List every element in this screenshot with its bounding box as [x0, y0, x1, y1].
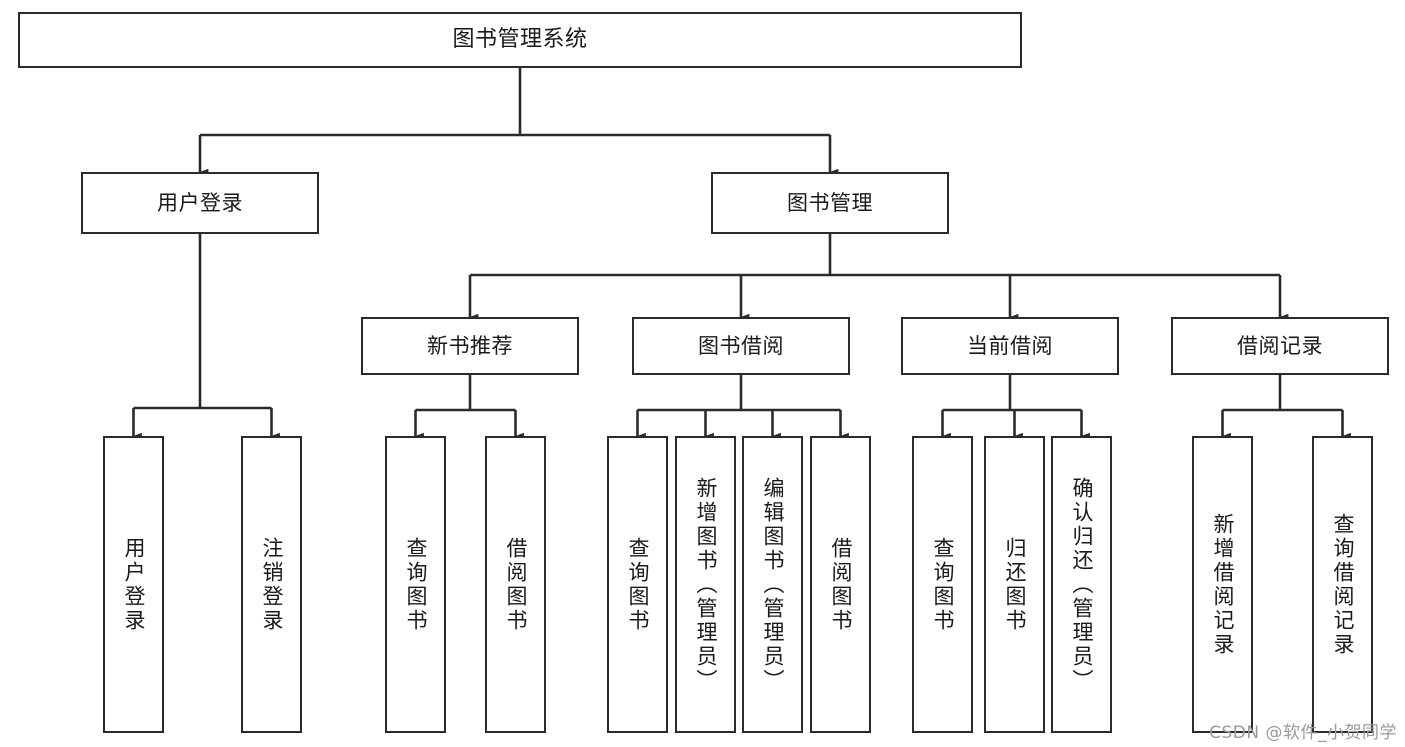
- node-label-new-book-recommend: 新书推荐: [427, 333, 513, 358]
- node-book-manage[interactable]: 图书管理: [711, 172, 949, 234]
- node-label-leaf-query-book-borrow: 查询图书: [626, 536, 650, 633]
- node-label-leaf-user-login: 用户登录: [122, 536, 146, 633]
- node-leaf-return-book[interactable]: 归还图书: [984, 436, 1045, 733]
- node-label-root: 图书管理系统: [452, 27, 588, 53]
- node-leaf-borrow-book-recommend[interactable]: 借阅图书: [485, 436, 546, 733]
- node-book-borrow[interactable]: 图书借阅: [632, 317, 850, 375]
- node-label-leaf-edit-book: 编辑图书（管理员）: [761, 476, 785, 693]
- node-leaf-user-logout[interactable]: 注销登录: [241, 436, 302, 733]
- node-root[interactable]: 图书管理系统: [18, 12, 1022, 68]
- node-label-leaf-borrow-book-recommend: 借阅图书: [504, 536, 528, 633]
- node-label-leaf-query-book-current: 查询图书: [931, 536, 955, 633]
- node-label-user-login: 用户登录: [157, 190, 243, 215]
- watermark-label: CSDN @软件_小贺同学: [1209, 723, 1397, 743]
- edge-group: [132, 68, 1351, 440]
- node-leaf-query-borrow-record[interactable]: 查询借阅记录: [1312, 436, 1373, 733]
- node-label-leaf-borrow-book: 借阅图书: [829, 536, 853, 633]
- node-new-book-recommend[interactable]: 新书推荐: [361, 317, 579, 375]
- node-label-current-borrow: 当前借阅: [967, 333, 1053, 358]
- node-label-book-borrow: 图书借阅: [698, 333, 784, 358]
- node-leaf-user-login[interactable]: 用户登录: [103, 436, 164, 733]
- node-leaf-query-book-current[interactable]: 查询图书: [912, 436, 973, 733]
- node-label-leaf-user-logout: 注销登录: [260, 536, 284, 633]
- node-current-borrow[interactable]: 当前借阅: [901, 317, 1119, 375]
- node-leaf-confirm-return[interactable]: 确认归还（管理员）: [1051, 436, 1112, 733]
- node-label-leaf-return-book: 归还图书: [1003, 536, 1027, 633]
- node-label-borrow-record: 借阅记录: [1237, 333, 1323, 358]
- node-label-leaf-query-book-recommend: 查询图书: [404, 536, 428, 633]
- node-user-login[interactable]: 用户登录: [81, 172, 319, 234]
- node-label-book-manage: 图书管理: [787, 190, 873, 215]
- node-leaf-add-borrow-record[interactable]: 新增借阅记录: [1192, 436, 1253, 733]
- node-label-leaf-confirm-return: 确认归还（管理员）: [1070, 476, 1094, 693]
- node-label-leaf-add-borrow-record: 新增借阅记录: [1211, 512, 1235, 657]
- node-label-leaf-query-borrow-record: 查询借阅记录: [1331, 512, 1355, 657]
- node-leaf-edit-book[interactable]: 编辑图书（管理员）: [742, 436, 803, 733]
- node-leaf-add-book[interactable]: 新增图书（管理员）: [675, 436, 736, 733]
- node-leaf-borrow-book[interactable]: 借阅图书: [810, 436, 871, 733]
- node-label-leaf-add-book: 新增图书（管理员）: [694, 476, 718, 693]
- node-leaf-query-book-borrow[interactable]: 查询图书: [607, 436, 668, 733]
- node-borrow-record[interactable]: 借阅记录: [1171, 317, 1389, 375]
- node-leaf-query-book-recommend[interactable]: 查询图书: [385, 436, 446, 733]
